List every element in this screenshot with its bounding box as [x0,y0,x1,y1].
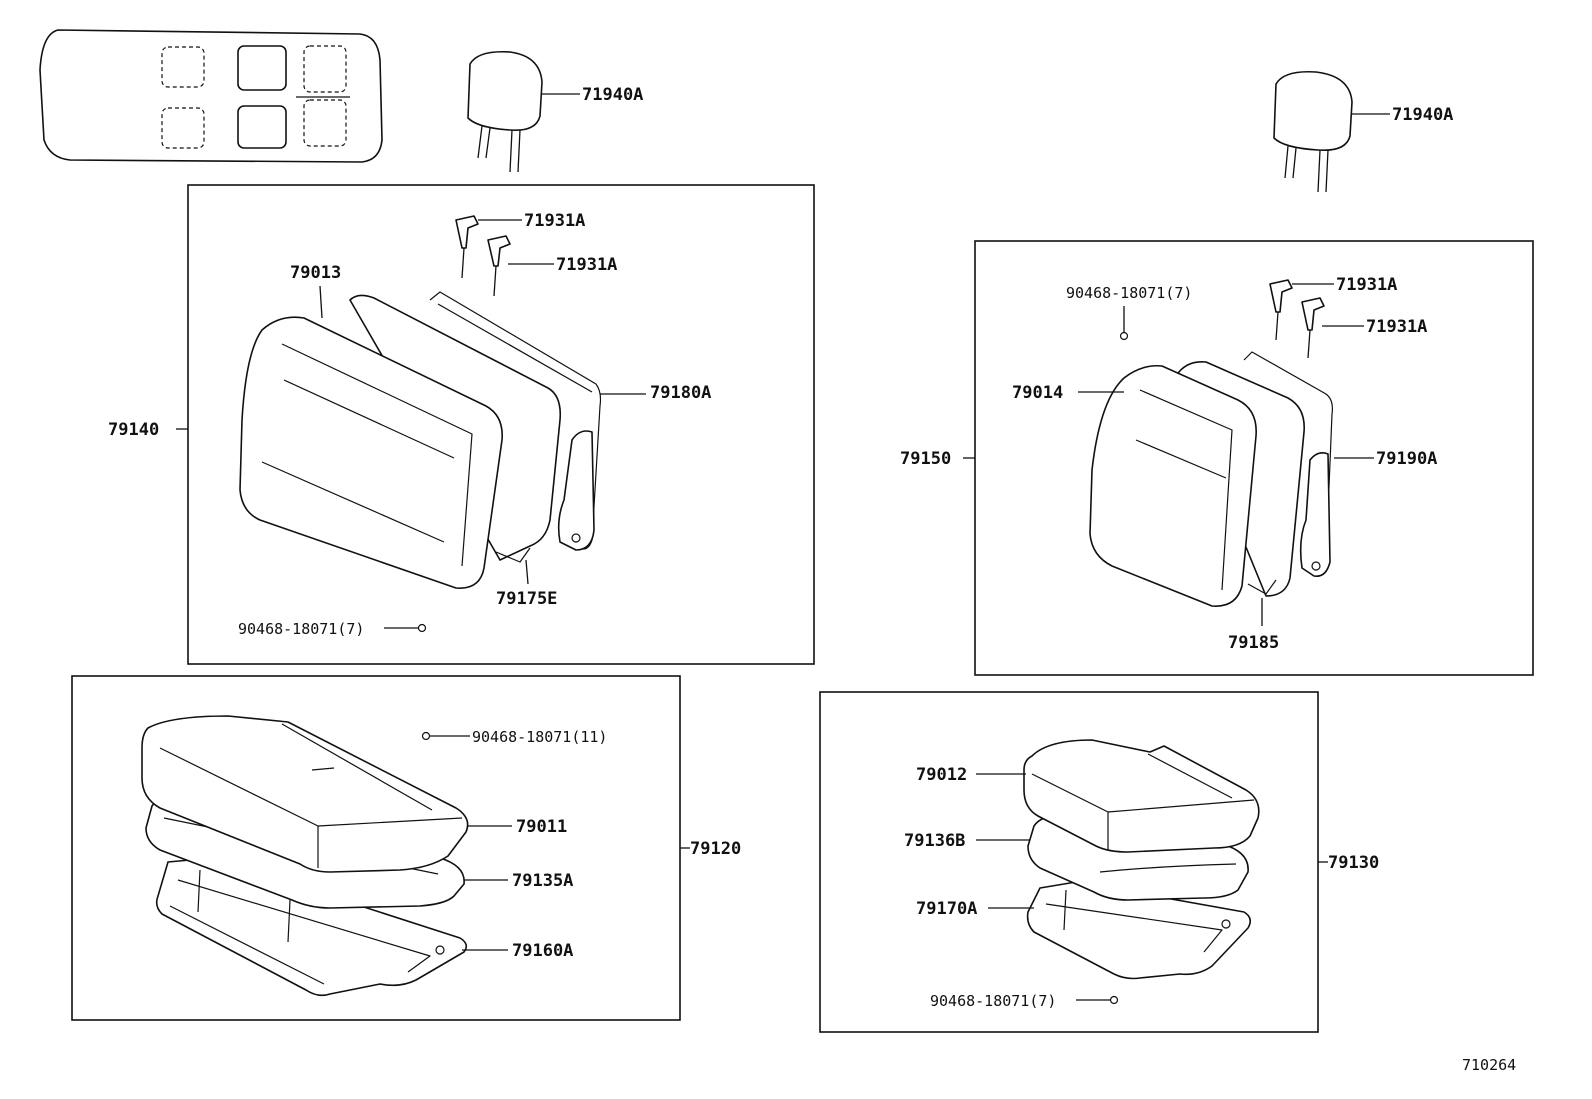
seat-cushion-single-drawing [1023,739,1260,980]
seat-back-wide-drawing [239,215,602,589]
label-hogring-back-wide: 90468-18071(7) [238,620,364,638]
label-back-pad-single: 79185 [1228,633,1279,653]
label-headrest-right: 71940A [1392,105,1453,125]
label-headrest-left: 71940A [582,85,643,105]
label-cushion-frame-wide: 79160A [512,941,573,961]
label-support-r2: 71931A [1366,317,1427,337]
label-cushion-cover-single: 79012 [916,765,967,785]
label-cushion-pad-single: 79136B [904,831,965,851]
group-label-rear-cushion-wide: 79120 [690,839,741,859]
label-support-r1: 71931A [1336,275,1397,295]
label-back-frame-single: 79190A [1376,449,1437,469]
label-hogring-cushion-wide: 90468-18071(11) [472,728,607,746]
seat-position-locator [39,29,383,163]
seat-back-single-drawing [1089,279,1333,607]
label-cushion-pad-wide: 79135A [512,871,573,891]
label-hogring-back-single: 90468-18071(7) [1066,284,1192,302]
group-label-rear-cushion-single: 79130 [1328,853,1379,873]
label-support-l1: 71931A [524,211,585,231]
seat-cushion-wide-drawing [141,715,469,997]
label-back-frame-wide: 79180A [650,383,711,403]
diagram-code: 710264 [1462,1056,1516,1074]
locator-seat-highlight [237,45,287,91]
label-cushion-cover-wide: 79011 [516,817,567,837]
group-label-rear-back-single: 79150 [900,449,951,469]
headrest-right [1273,70,1390,193]
label-support-l2: 71931A [556,255,617,275]
label-cushion-frame-single: 79170A [916,899,977,919]
group-label-rear-back-wide: 79140 [108,420,159,440]
headrest-left [467,50,580,173]
label-back-cover-wide: 79013 [290,263,341,283]
label-back-cover-single: 79014 [1012,383,1063,403]
label-hogring-cushion-single: 90468-18071(7) [930,992,1056,1010]
label-back-pad-wide: 79175E [496,589,557,609]
group-frame-rear-back-wide [187,184,815,665]
